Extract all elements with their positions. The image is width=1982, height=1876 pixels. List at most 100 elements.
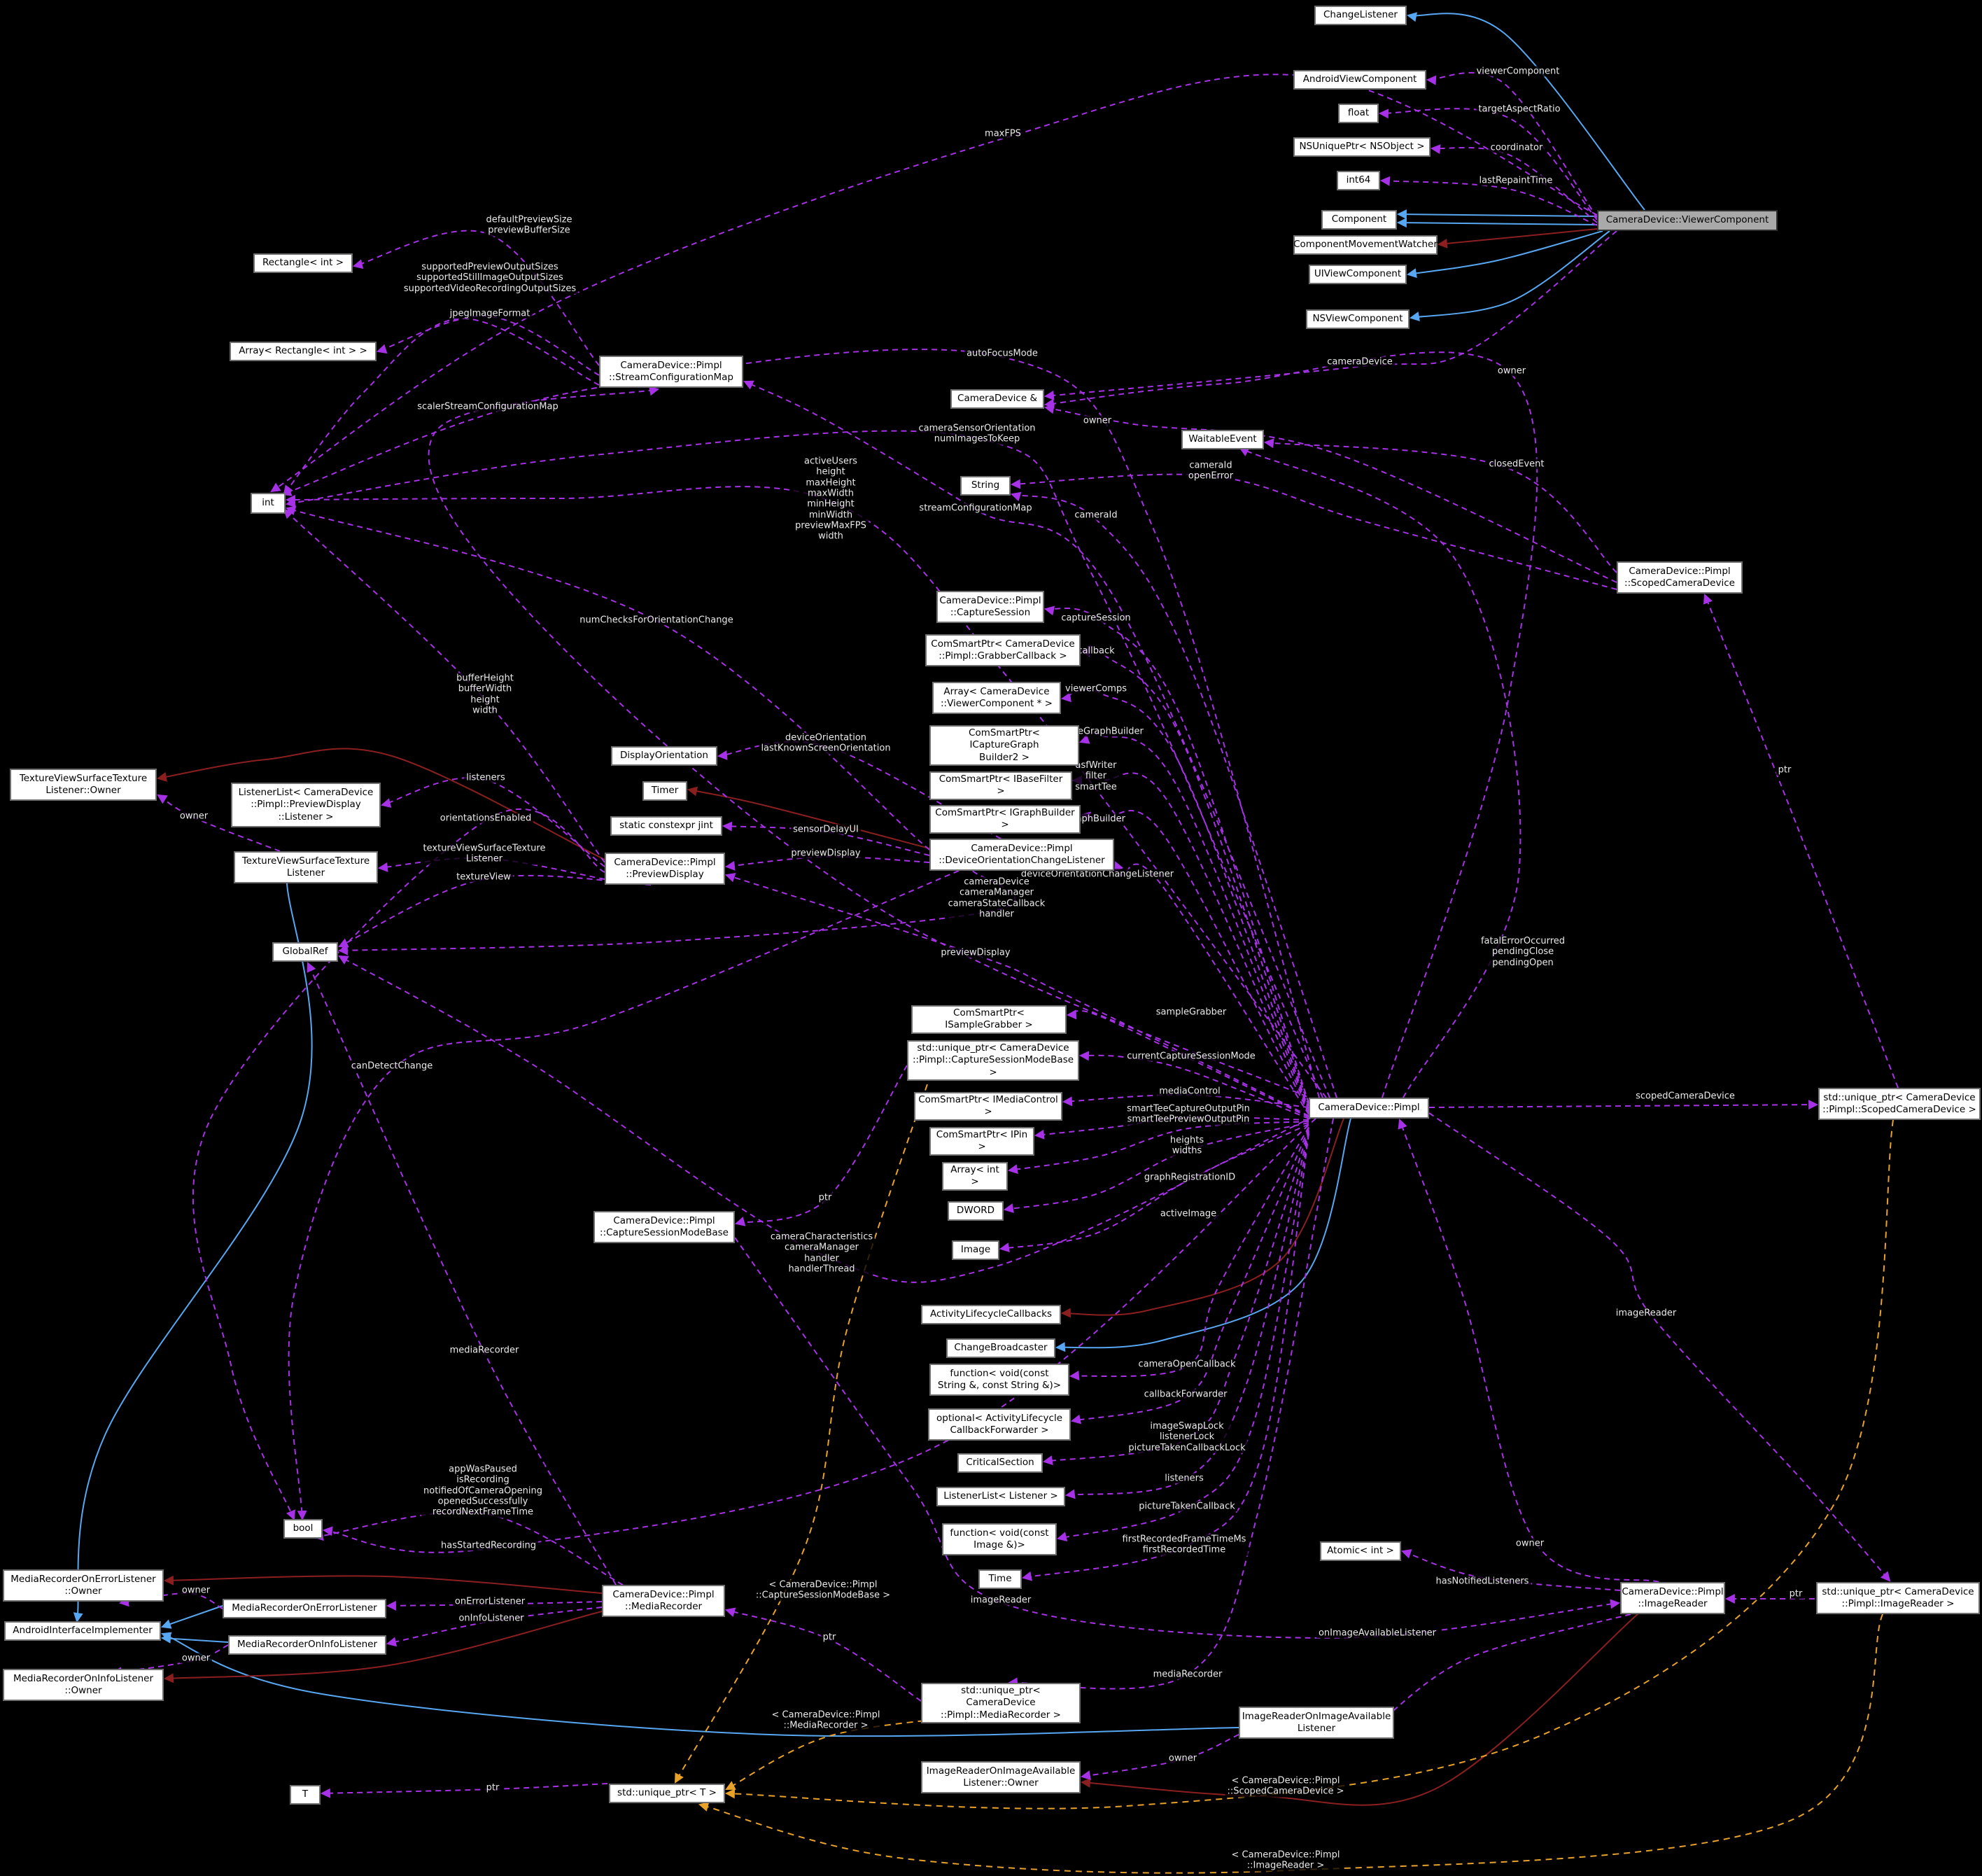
node-comsmartptr-grabber-callback[interactable]: ComSmartPtr< CameraDevice ::Pimpl::Grabb… bbox=[925, 634, 1081, 666]
node-string[interactable]: String bbox=[960, 476, 1011, 496]
node-array-int[interactable]: Array< int > bbox=[942, 1162, 1008, 1191]
edge-13 bbox=[1060, 1118, 1344, 1318]
node-timer[interactable]: Timer bbox=[642, 781, 687, 801]
node-component-movement-watcher[interactable]: ComponentMovementWatcher bbox=[1293, 235, 1438, 255]
edge-label-18: activeUsers height maxHeight maxWidth mi… bbox=[793, 456, 869, 542]
edge-label-70: < CameraDevice::Pimpl ::ScopedCameraDevi… bbox=[1225, 1775, 1347, 1798]
node-capture-session-mode-base[interactable]: CameraDevice::Pimpl ::CaptureSessionMode… bbox=[593, 1211, 735, 1243]
node-static-constexpr-jint[interactable]: static constexpr jint bbox=[610, 816, 722, 836]
edge-label-55: imageReader bbox=[1613, 1308, 1679, 1319]
edge-label-48: imageSwapLock listenerLock pictureTakenC… bbox=[1126, 1421, 1248, 1453]
node-bool[interactable]: bool bbox=[283, 1519, 323, 1539]
node-change-listener[interactable]: ChangeListener bbox=[1314, 6, 1407, 25]
node-camera-device-ref[interactable]: CameraDevice & bbox=[950, 389, 1044, 409]
edge-label-39: sampleGrabber bbox=[1153, 1007, 1229, 1018]
edge-78 bbox=[1401, 1549, 1621, 1591]
node-mr-on-error-listener[interactable]: MediaRecorderOnErrorListener bbox=[223, 1599, 386, 1618]
node-mr-on-error-listener-owner[interactable]: MediaRecorderOnErrorListener ::Owner bbox=[3, 1569, 164, 1602]
node-dword[interactable]: DWORD bbox=[948, 1201, 1004, 1221]
edge-label-7: jpegImageFormat bbox=[447, 308, 533, 319]
node-stream-configuration-map[interactable]: CameraDevice::Pimpl ::StreamConfiguratio… bbox=[599, 356, 743, 388]
edge-30 bbox=[1010, 473, 1617, 590]
edge-label-38: canDetectChange bbox=[349, 1060, 435, 1072]
node-waitable-event[interactable]: WaitableEvent bbox=[1181, 430, 1264, 449]
node-uniqueptr-image-reader[interactable]: std::unique_ptr< CameraDevice ::Pimpl::I… bbox=[1816, 1582, 1980, 1614]
edge-44 bbox=[1080, 645, 1309, 1107]
edge-57 bbox=[192, 808, 605, 1520]
node-comsmartptr-igraphbuilder[interactable]: ComSmartPtr< IGraphBuilder > bbox=[929, 805, 1081, 834]
edge-label-19: numChecksForOrientationChange bbox=[577, 615, 736, 626]
node-change-broadcaster[interactable]: ChangeBroadcaster bbox=[946, 1338, 1055, 1358]
edge-67 bbox=[999, 1124, 1309, 1253]
edge-9 bbox=[160, 1633, 229, 1644]
node-image[interactable]: Image bbox=[952, 1240, 999, 1260]
node-time[interactable]: Time bbox=[978, 1569, 1022, 1589]
node-uniqueptr-t[interactable]: std::unique_ptr< T > bbox=[609, 1784, 725, 1803]
node-imagereader-listener[interactable]: ImageReaderOnImageAvailable Listener bbox=[1239, 1707, 1394, 1739]
edge-90 bbox=[307, 962, 617, 1586]
node-viewer-component[interactable]: CameraDevice::ViewerComponent bbox=[1597, 210, 1778, 231]
node-mr-on-info-listener[interactable]: MediaRecorderOnInfoListener bbox=[228, 1635, 386, 1655]
node-nsuniqueptr-nsobject[interactable]: NSUniquePtr< NSObject > bbox=[1293, 137, 1431, 157]
node-uniqueptr-capture-session-mode-base[interactable]: std::unique_ptr< CameraDevice ::Pimpl::C… bbox=[907, 1040, 1079, 1081]
node-android-interface-implementer[interactable]: AndroidInterfaceImplementer bbox=[4, 1621, 161, 1641]
node-media-recorder[interactable]: CameraDevice::Pimpl ::MediaRecorder bbox=[602, 1585, 725, 1617]
edge-label-15: owner bbox=[1081, 415, 1114, 426]
edge-35 bbox=[376, 315, 600, 376]
node-comsmartptr-imediacontrol[interactable]: ComSmartPtr< IMediaControl > bbox=[914, 1092, 1062, 1121]
edge-29 bbox=[1263, 438, 1617, 573]
edge-label-30: listeners bbox=[464, 772, 507, 783]
node-array-rectangle-int[interactable]: Array< Rectangle< int > > bbox=[230, 342, 377, 361]
node-texture-listener-owner[interactable]: TextureViewSurfaceTexture Listener::Owne… bbox=[10, 769, 157, 801]
edge-label-73: ptr bbox=[816, 1192, 834, 1203]
node-device-orientation-change-listener[interactable]: CameraDevice::Pimpl ::DeviceOrientationC… bbox=[929, 839, 1114, 871]
node-uniqueptr-media-recorder[interactable]: std::unique_ptr< CameraDevice ::Pimpl::M… bbox=[921, 1683, 1081, 1723]
node-optional-alcf[interactable]: optional< ActivityLifecycle CallbackForw… bbox=[928, 1408, 1071, 1441]
node-nsview-component[interactable]: NSViewComponent bbox=[1306, 309, 1410, 329]
node-int[interactable]: int bbox=[251, 493, 286, 514]
node-int64[interactable]: int64 bbox=[1337, 171, 1380, 190]
node-comsmartptr-icapturegraphbuilder2[interactable]: ComSmartPtr< ICaptureGraph Builder2 > bbox=[929, 725, 1079, 766]
node-atomic-int[interactable]: Atomic< int > bbox=[1320, 1541, 1401, 1561]
node-comsmartptr-ipin[interactable]: ComSmartPtr< IPin > bbox=[929, 1127, 1034, 1156]
node-globalref[interactable]: GlobalRef bbox=[272, 942, 338, 962]
node-uniqueptr-scoped-camera-device[interactable]: std::unique_ptr< CameraDevice ::Pimpl::S… bbox=[1818, 1088, 1981, 1120]
node-listenerlist-listener[interactable]: ListenerList< Listener > bbox=[936, 1487, 1065, 1506]
edge-48 bbox=[1080, 810, 1309, 1114]
edge-label-77: appWasPaused isRecording notifiedOfCamer… bbox=[421, 1464, 544, 1518]
node-comsmartptr-ibasefilter[interactable]: ComSmartPtr< IBaseFilter > bbox=[929, 771, 1072, 800]
node-t[interactable]: T bbox=[290, 1785, 321, 1805]
node-imagereader-listener-owner[interactable]: ImageReaderOnImageAvailable Listener::Ow… bbox=[921, 1761, 1081, 1793]
node-listenerlist-preview-display[interactable]: ListenerList< CameraDevice ::Pimpl::Prev… bbox=[231, 783, 381, 827]
node-component[interactable]: Component bbox=[1321, 210, 1397, 230]
node-preview-display[interactable]: CameraDevice::Pimpl ::PreviewDisplay bbox=[605, 853, 725, 885]
edge-label-16: streamConfigurationMap bbox=[917, 503, 1034, 514]
edge-label-46: cameraOpenCallback bbox=[1136, 1359, 1238, 1370]
node-comsmartptr-isamplegrabber[interactable]: ComSmartPtr< ISampleGrabber > bbox=[911, 1005, 1067, 1034]
node-function-string-string[interactable]: function< void(const String &, const Str… bbox=[929, 1364, 1069, 1396]
node-image-reader[interactable]: CameraDevice::Pimpl ::ImageReader bbox=[1620, 1582, 1725, 1614]
edge-label-5: defaultPreviewSize previewBufferSize bbox=[484, 214, 575, 237]
node-function-image[interactable]: function< void(const Image &)> bbox=[942, 1523, 1057, 1555]
edge-label-33: textureView bbox=[454, 872, 513, 883]
edge-label-74: cameraCharacteristics cameraManager hand… bbox=[768, 1231, 876, 1275]
node-uiview-component[interactable]: UIViewComponent bbox=[1309, 265, 1407, 284]
node-texture-listener[interactable]: TextureViewSurfaceTexture Listener bbox=[234, 851, 378, 883]
node-rectangle-int[interactable]: Rectangle< int > bbox=[253, 253, 353, 273]
edge-label-45: activeImage bbox=[1158, 1208, 1219, 1219]
node-mr-on-info-listener-owner[interactable]: MediaRecorderOnInfoListener ::Owner bbox=[3, 1669, 164, 1701]
edge-label-52: imageReader bbox=[968, 1595, 1034, 1606]
node-critical-section[interactable]: CriticalSection bbox=[957, 1453, 1043, 1473]
node-activity-lifecycle-callbacks[interactable]: ActivityLifecycleCallbacks bbox=[921, 1305, 1061, 1324]
node-capture-session[interactable]: CameraDevice::Pimpl ::CaptureSession bbox=[936, 591, 1044, 623]
node-float[interactable]: float bbox=[1338, 104, 1379, 123]
node-pimpl[interactable]: CameraDevice::Pimpl bbox=[1309, 1098, 1429, 1119]
node-display-orientation[interactable]: DisplayOrientation bbox=[611, 746, 717, 766]
edge-31 bbox=[1010, 491, 1337, 1098]
edge-32 bbox=[743, 380, 1330, 1098]
node-android-view-component[interactable]: AndroidViewComponent bbox=[1293, 70, 1426, 90]
edge-label-63: < CameraDevice::Pimpl ::MediaRecorder > bbox=[769, 1709, 883, 1732]
node-scoped-camera-device[interactable]: CameraDevice::Pimpl ::ScopedCameraDevice bbox=[1617, 561, 1743, 594]
node-array-viewer-component[interactable]: Array< CameraDevice ::ViewerComponent * … bbox=[932, 682, 1061, 714]
edge-75 bbox=[1703, 594, 1899, 1088]
